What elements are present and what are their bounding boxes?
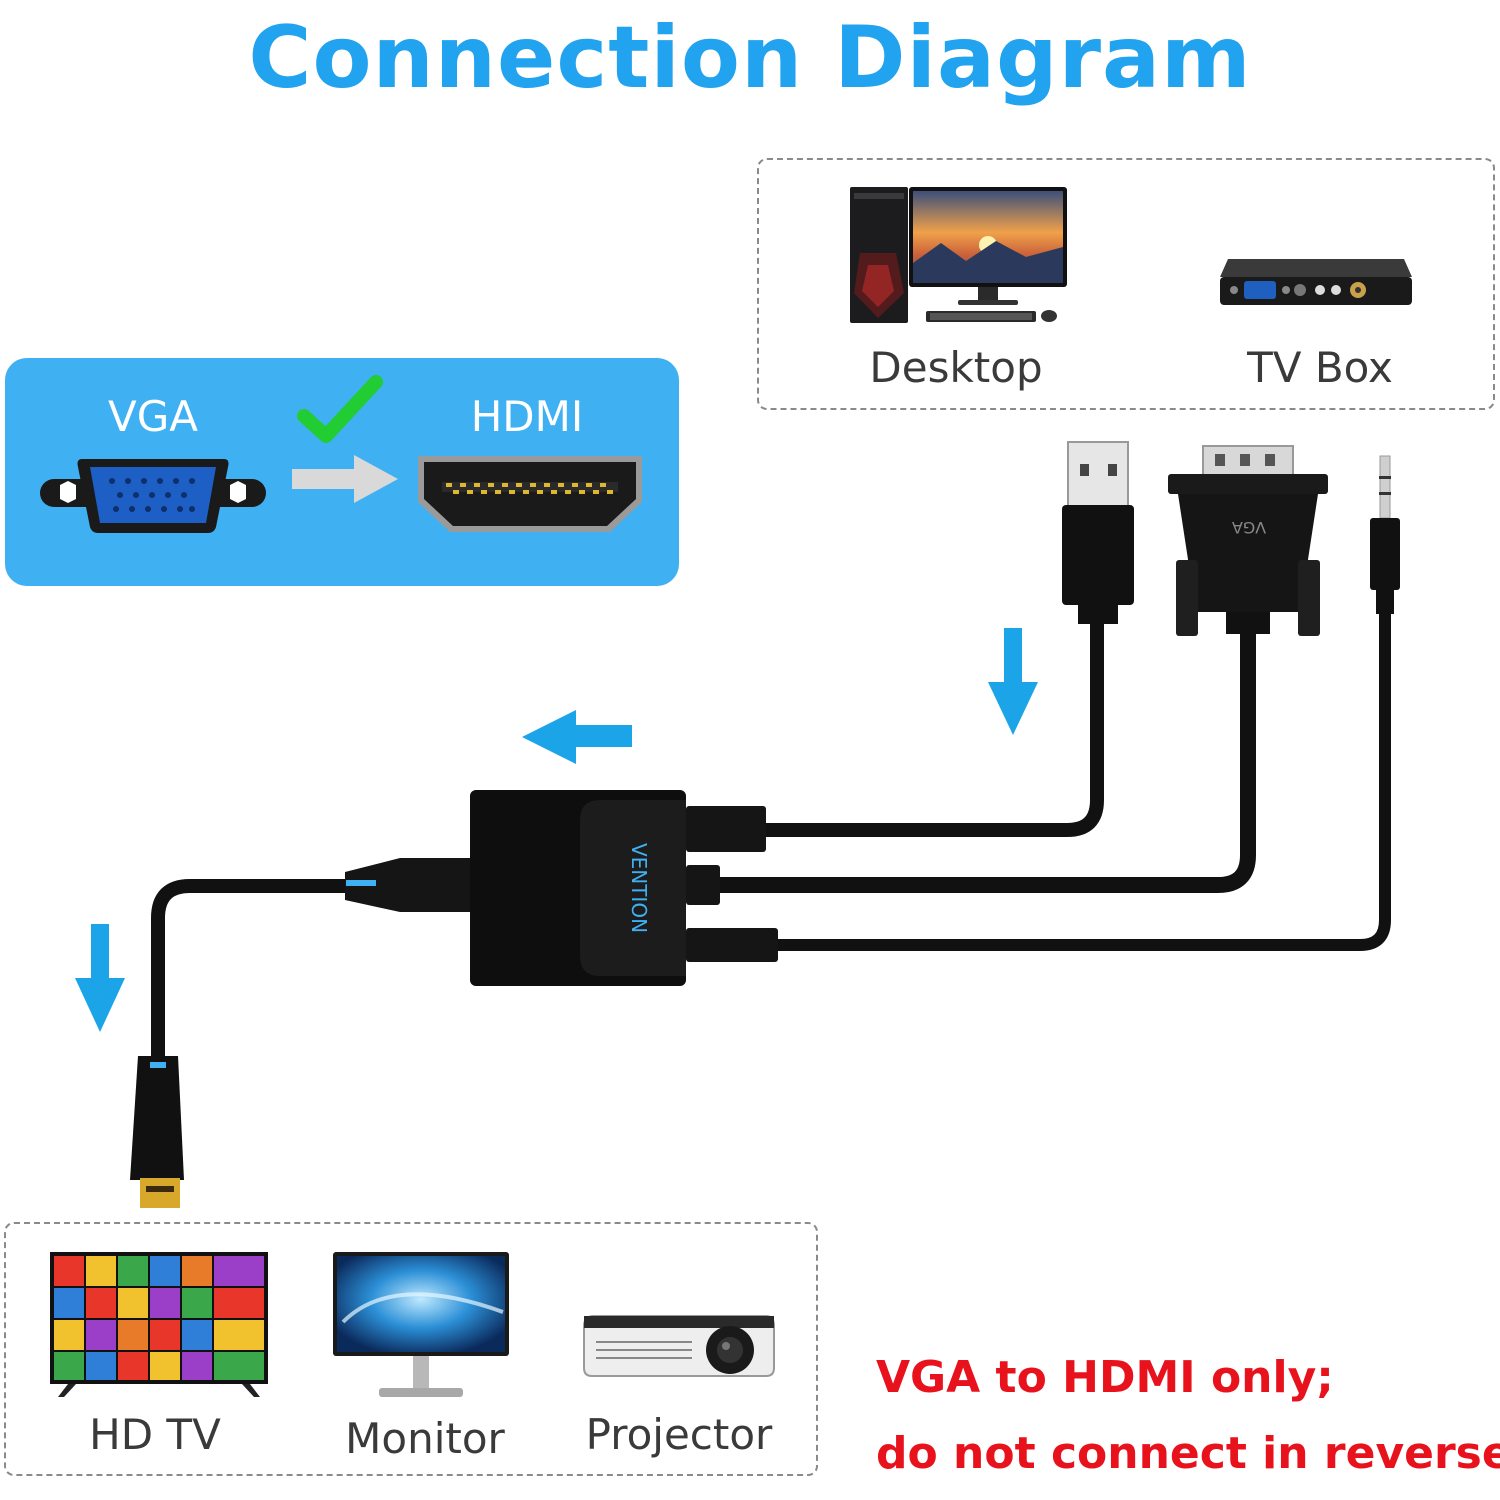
vga-port-icon [40, 459, 266, 533]
source-devices-box [757, 158, 1495, 410]
hdmi-label: HDMI [470, 392, 584, 441]
tv-box-label: TV Box [1247, 343, 1393, 392]
warning-line-1: VGA to HDMI only; [876, 1352, 1334, 1403]
projector-label: Projector [585, 1410, 773, 1459]
hd-tv-icon [50, 1252, 268, 1397]
adapter-body: VENTION [345, 790, 778, 986]
svg-text:VENTION: VENTION [627, 843, 651, 933]
hdmi-port-icon [418, 456, 642, 532]
vga-label: VGA [107, 392, 198, 441]
desktop-icon [850, 187, 1067, 323]
usb-plug [1062, 441, 1134, 624]
hd-tv-label: HD TV [89, 1410, 221, 1459]
output-devices-box [4, 1222, 818, 1476]
page-title: Connection Diagram [248, 8, 1252, 108]
audio-plug [1370, 455, 1400, 614]
projector-icon [583, 1315, 775, 1377]
desktop-label: Desktop [869, 343, 1043, 392]
tv-box-icon [1220, 259, 1412, 305]
arrow-left-icon [522, 710, 632, 764]
hdmi-plug [130, 1056, 184, 1208]
arrow-right-icon [292, 455, 398, 503]
monitor-label: Monitor [345, 1414, 505, 1463]
monitor-icon [333, 1252, 509, 1397]
check-icon [297, 375, 383, 443]
warning-line-2: do not connect in reverse. [876, 1428, 1500, 1479]
svg-text:VGA: VGA [1232, 518, 1266, 537]
vga-plug: VGA [1168, 445, 1328, 636]
arrow-down-icon [988, 628, 1038, 735]
arrow-down-icon [75, 924, 125, 1032]
